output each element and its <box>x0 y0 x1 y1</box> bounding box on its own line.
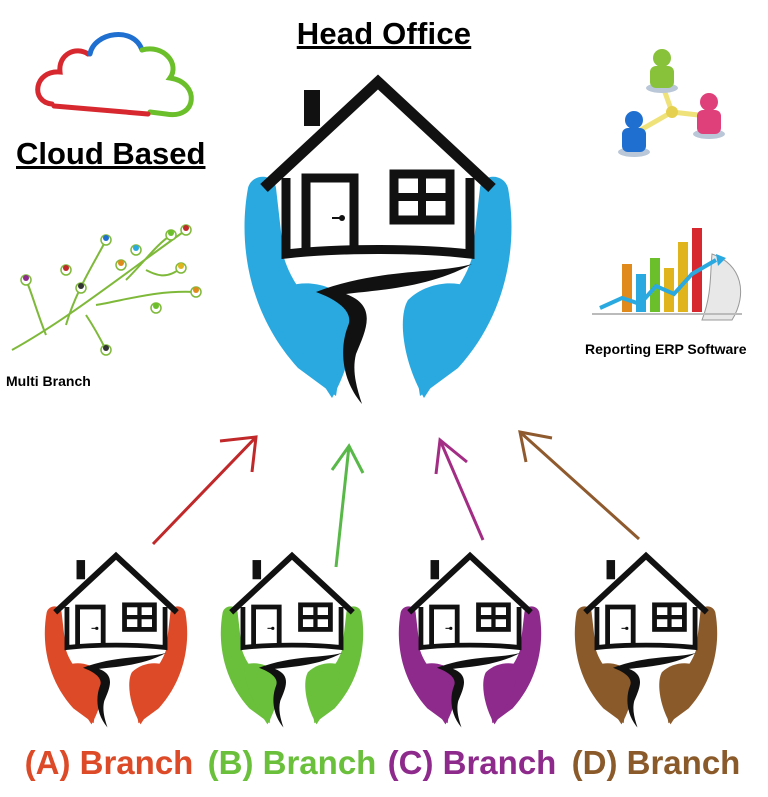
multi-branch-caption: Multi Branch <box>6 373 91 389</box>
head-office-title: Head Office <box>296 16 472 51</box>
arrow-c <box>434 437 485 541</box>
arrow-d <box>518 430 641 541</box>
branch-a-label: (A) Branch <box>24 744 194 781</box>
head-office-house-icon <box>228 68 528 408</box>
cloud-based-title: Cloud Based <box>16 136 206 171</box>
branch-a-house-icon <box>36 548 196 730</box>
arrow-a <box>151 435 258 546</box>
people-network-icon <box>618 49 725 157</box>
branch-d-house-icon <box>566 548 726 730</box>
bar-chart-icon <box>592 228 742 321</box>
branch-b-label: (B) Branch <box>207 744 377 781</box>
reporting-caption: Reporting ERP Software <box>585 341 747 357</box>
multi-branch-tree-icon <box>11 224 202 356</box>
branch-d-label: (D) Branch <box>571 744 741 781</box>
branch-c-house-icon <box>390 548 550 730</box>
branch-c-label: (C) Branch <box>387 744 557 781</box>
branch-b-house-icon <box>212 548 372 730</box>
cloud-icon <box>35 32 194 118</box>
